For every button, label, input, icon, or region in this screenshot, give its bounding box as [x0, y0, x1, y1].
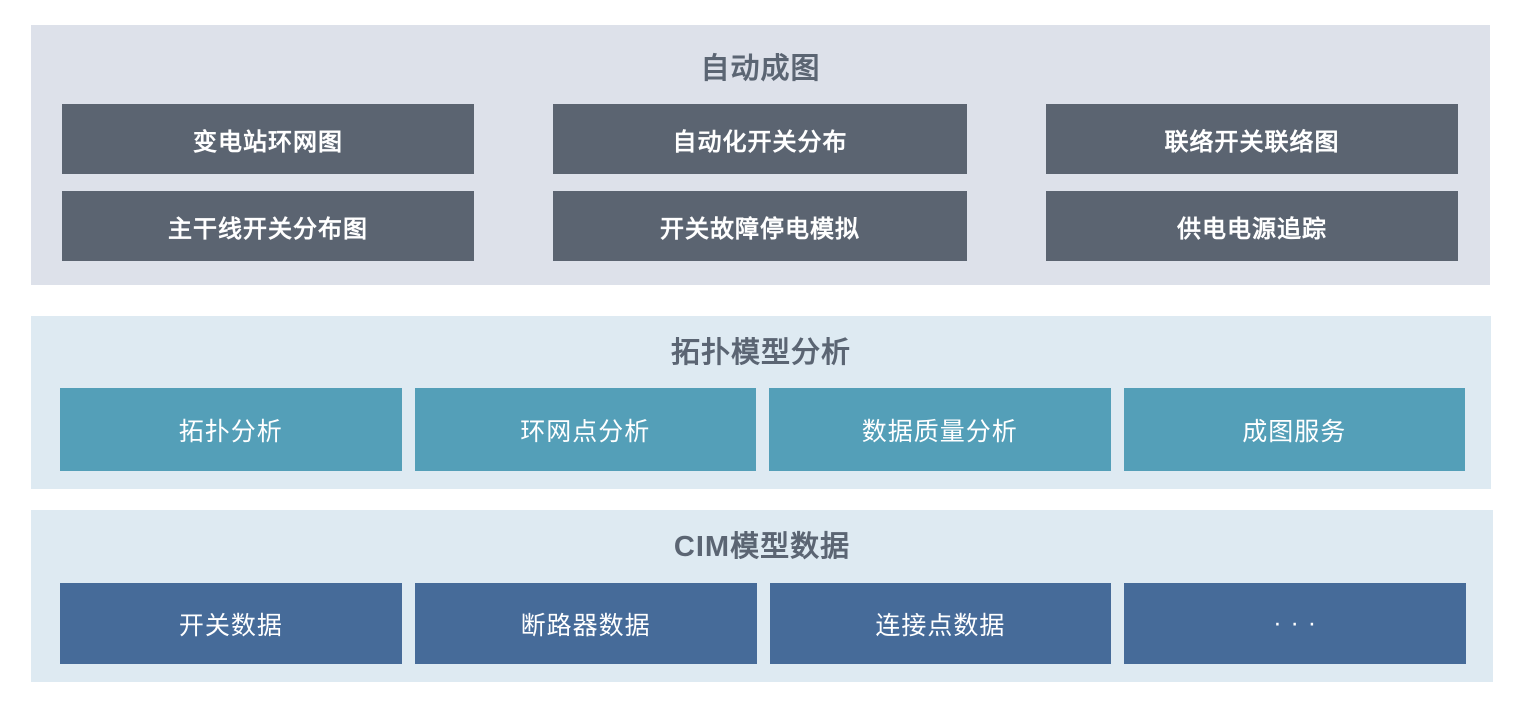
box-ring-point-analysis: 环网点分析	[414, 388, 756, 471]
box-substation-ring-net-diagram: 变电站环网图	[62, 104, 474, 174]
box-label: 拓扑分析	[178, 417, 283, 446]
box-label: 开关数据	[178, 611, 283, 640]
box-trunk-line-switch-distribution: 主干线开关分布图	[62, 191, 474, 261]
box-automation-switch-distribution: 自动化开关分布	[553, 104, 967, 174]
box-label: 变电站环网图	[193, 128, 343, 156]
box-label: 开关故障停电模拟	[660, 215, 860, 243]
section-cim-model-data: CIM模型数据 开关数据 断路器数据 连接点数据 · · ·	[31, 510, 1493, 682]
box-data-quality-analysis: 数据质量分析	[769, 388, 1111, 471]
section-topology-model-analysis: 拓扑模型分析 拓扑分析 环网点分析 数据质量分析 成图服务	[31, 316, 1491, 489]
auto-diagram-box-grid: 变电站环网图 自动化开关分布 联络开关联络图 主干线开关分布图 开关故障停电模拟…	[62, 104, 1458, 261]
box-label: 数据质量分析	[861, 417, 1018, 446]
box-connection-point-data: 连接点数据	[769, 583, 1112, 664]
box-label: 连接点数据	[875, 611, 1006, 640]
box-label: 成图服务	[1242, 417, 1347, 446]
section-auto-diagram-generation: 自动成图 变电站环网图 自动化开关分布 联络开关联络图 主干线开关分布图 开关故…	[31, 25, 1490, 285]
box-label: 断路器数据	[520, 611, 651, 640]
section-title-cim-model-data: CIM模型数据	[673, 531, 851, 563]
box-topology-analysis: 拓扑分析	[60, 388, 402, 471]
box-diagram-service: 成图服务	[1123, 388, 1465, 471]
box-switch-fault-outage-simulation: 开关故障停电模拟	[553, 191, 967, 261]
box-label: 供电电源追踪	[1177, 215, 1327, 243]
box-label: 自动化开关分布	[672, 128, 848, 156]
section-title-auto-diagram: 自动成图	[700, 53, 821, 85]
topology-box-grid: 拓扑分析 环网点分析 数据质量分析 成图服务	[60, 388, 1465, 471]
box-tie-switch-connection-diagram: 联络开关联络图	[1046, 104, 1458, 174]
box-label: 主干线开关分布图	[168, 215, 368, 243]
box-label: 环网点分析	[520, 417, 651, 446]
box-label: 联络开关联络图	[1164, 128, 1340, 156]
section-title-topology-analysis: 拓扑模型分析	[670, 337, 851, 369]
cim-data-box-grid: 开关数据 断路器数据 连接点数据 · · ·	[60, 583, 1466, 664]
box-switch-data: 开关数据	[60, 583, 402, 664]
box-more-ellipsis: · · ·	[1124, 583, 1466, 664]
box-power-source-tracing: 供电电源追踪	[1046, 191, 1458, 261]
box-label: · · ·	[1273, 609, 1318, 637]
box-breaker-data: 断路器数据	[414, 583, 757, 664]
